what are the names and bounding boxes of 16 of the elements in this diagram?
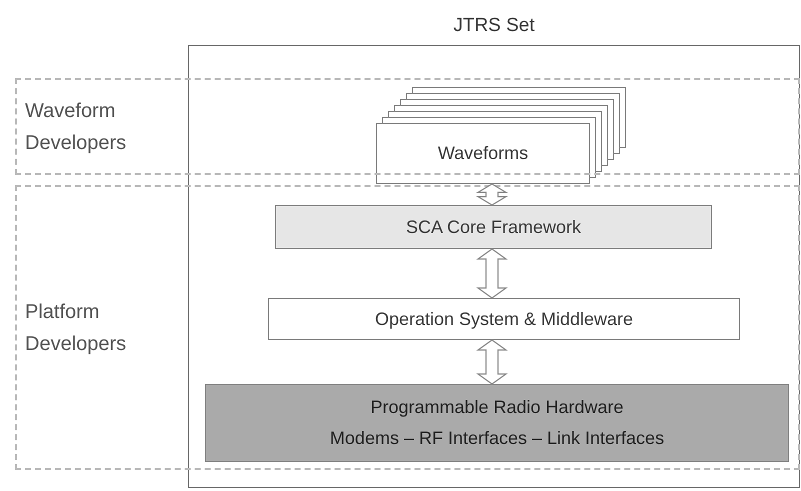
- frame-title: JTRS Set: [452, 14, 536, 38]
- layer-box: [376, 123, 590, 184]
- box-label: Modems – RF Interfaces – Link Interfaces: [330, 427, 664, 450]
- box-label: Operation System & Middleware: [374, 308, 634, 331]
- hardware-box: [205, 384, 789, 462]
- box-label: Programmable Radio Hardware: [370, 396, 624, 419]
- double-arrow: [476, 248, 508, 299]
- layer-box: [268, 298, 740, 340]
- double-arrow: [476, 339, 508, 385]
- band-label: Platform Developers: [25, 300, 128, 356]
- box-label: SCA Core Framework: [406, 216, 582, 238]
- role-band: [15, 78, 800, 175]
- box-label: Waveforms: [438, 142, 528, 165]
- double-arrow: [476, 183, 508, 206]
- layer-box: [275, 205, 712, 249]
- band-label: Waveform Developers: [25, 98, 128, 156]
